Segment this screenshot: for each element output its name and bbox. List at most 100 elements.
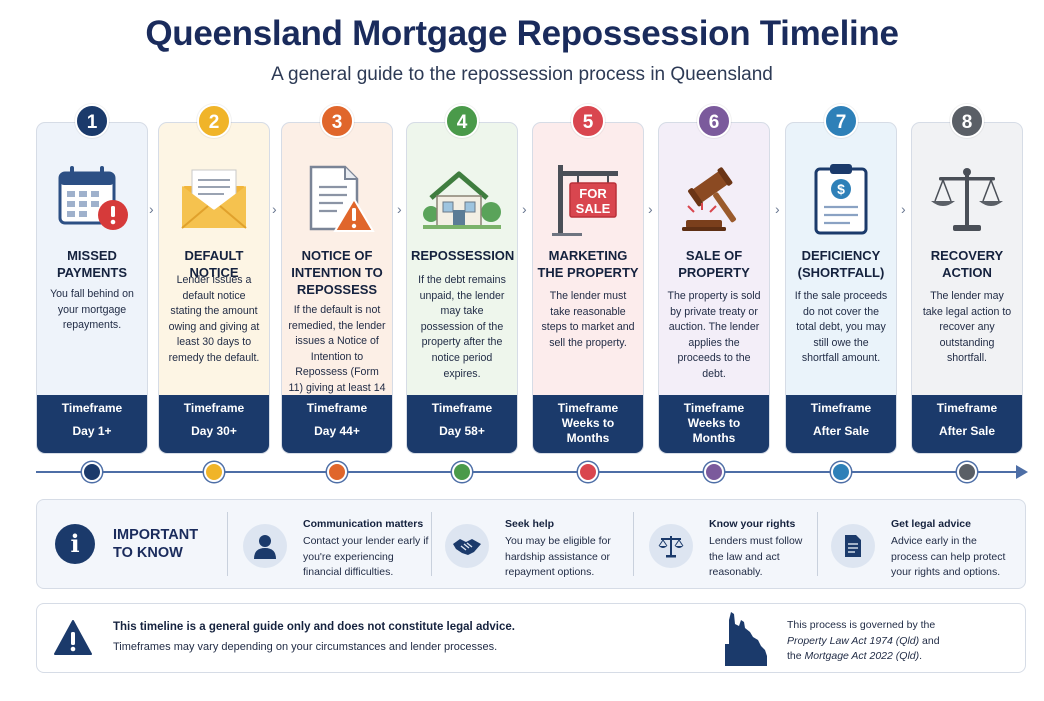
chevron-right-icon: › — [397, 201, 402, 217]
timeline-dot-4 — [452, 462, 472, 482]
queensland-map-icon — [725, 612, 767, 666]
governing-law-text: This process is governed by the Property… — [787, 618, 940, 665]
step-title: DEFAULT NOTICE — [184, 248, 244, 280]
timeframe-value: Day 44+ — [314, 424, 360, 438]
chevron-right-icon: › — [775, 201, 780, 217]
step-number-6: 6 — [697, 104, 731, 138]
law-line-3: the Mortgage Act 2022 (Qld). — [787, 649, 940, 665]
act-1: Property Law Act 1974 (Qld) — [787, 634, 920, 647]
timeline-dot-8 — [957, 462, 977, 482]
divider — [431, 512, 432, 576]
step-card-4: REPOSSESSION If the debt remains unpaid,… — [406, 122, 518, 454]
step-title: MISSED PAYMENTS — [56, 248, 128, 280]
tip-seek-help: Seek help You may be eligible for hardsh… — [445, 518, 625, 578]
clipboard-dollar-icon: $ — [786, 157, 896, 241]
step-title: REPOSSESSION — [411, 248, 515, 263]
timeline-dot-7 — [831, 462, 851, 482]
step-description: If the debt remains unpaid, the lender m… — [418, 274, 506, 380]
disclaimer-line-1: This timeline is a general guide only an… — [113, 621, 515, 633]
timeline-bar — [36, 460, 1028, 484]
step-title: RECOVERY ACTION — [930, 248, 1004, 280]
step-description: The lender may take legal action to reco… — [922, 290, 1012, 365]
law-intro: This process is governed by the — [787, 619, 936, 631]
timeframe-value: Weeks to Months — [561, 416, 615, 445]
step-card-8: RECOVERY ACTION The lender may take lega… — [911, 122, 1023, 454]
timeframe-value: Day 1+ — [72, 424, 112, 438]
divider — [633, 512, 634, 576]
tip-legal-advice: Get legal advice Advice early in the pro… — [831, 518, 1021, 578]
law-and: and — [922, 634, 940, 647]
step-title: NOTICE OF INTENTION TO REPOSSESS — [291, 248, 383, 297]
house-icon — [407, 157, 517, 241]
svg-text:FOR: FOR — [579, 186, 607, 201]
step-description: The lender must take reasonable steps to… — [541, 290, 635, 349]
important-to-know-panel: i IMPORTANT TO KNOW Communication matter… — [36, 499, 1026, 589]
step-timeframe: Timeframe After Sale — [786, 395, 896, 453]
tip-communication: Communication matters Contact your lende… — [243, 518, 428, 578]
important-heading: IMPORTANT TO KNOW — [113, 527, 199, 561]
warning-icon — [54, 620, 92, 655]
disclaimer-line-2: Timeframes may vary depending on your ci… — [113, 641, 498, 653]
step-description: If the default is not remedied, the lend… — [288, 304, 386, 410]
step-timeframe: Timeframe Day 44+ — [282, 395, 392, 453]
page-subtitle: A general guide to the repossession proc… — [271, 64, 773, 85]
tip-text: You may be eligible for hardship assista… — [505, 535, 611, 578]
timeframe-label: Timeframe — [306, 401, 368, 415]
timeframe-value: After Sale — [812, 424, 870, 438]
step-timeframe: Timeframe Day 1+ — [37, 395, 147, 453]
step-timeframe: Timeframe Day 30+ — [159, 395, 269, 453]
scales-icon — [912, 157, 1022, 241]
timeline-dot-5 — [578, 462, 598, 482]
step-number-7: 7 — [824, 104, 858, 138]
law-period: . — [919, 650, 923, 662]
document-warning-icon — [282, 157, 392, 241]
important-heading-group: i IMPORTANT TO KNOW — [55, 524, 213, 564]
step-timeframe: Timeframe Weeks to Months — [659, 395, 769, 453]
for-sale-sign-icon: FOR SALE — [533, 157, 643, 241]
tip-text: Contact your lender early if you're expe… — [303, 535, 429, 578]
chevron-right-icon: › — [648, 201, 653, 217]
gavel-icon — [659, 157, 769, 241]
timeline-dot-6 — [704, 462, 724, 482]
svg-text:$: $ — [837, 181, 845, 197]
timeframe-value: After Sale — [938, 424, 996, 438]
step-description: The property is sold by private treaty o… — [667, 290, 761, 380]
handshake-icon — [445, 524, 489, 568]
timeframe-label: Timeframe — [936, 401, 998, 415]
document-icon — [831, 524, 875, 568]
svg-text:SALE: SALE — [576, 201, 611, 216]
step-title: SALE OF PROPERTY — [678, 248, 750, 280]
step-card-7: $ DEFICIENCY (SHORTFALL) If the sale pro… — [785, 122, 897, 454]
scales-icon — [649, 524, 693, 568]
timeframe-label: Timeframe — [810, 401, 872, 415]
divider — [227, 512, 228, 576]
timeframe-label: Timeframe — [183, 401, 245, 415]
step-title: MARKETING THE PROPERTY — [537, 248, 639, 280]
page-title: Queensland Mortgage Repossession Timelin… — [145, 14, 899, 53]
step-card-3: NOTICE OF INTENTION TO REPOSSESS If the … — [281, 122, 393, 454]
timeline-dot-2 — [204, 462, 224, 482]
timeframe-label: Timeframe — [431, 401, 493, 415]
info-icon: i — [55, 524, 95, 564]
step-number-8: 8 — [950, 104, 984, 138]
divider — [817, 512, 818, 576]
step-number-3: 3 — [320, 104, 354, 138]
step-description: You fall behind on your mortgage repayme… — [50, 288, 134, 332]
chevron-right-icon: › — [272, 201, 277, 217]
chevron-right-icon: › — [901, 201, 906, 217]
timeline-arrow-icon — [1016, 465, 1028, 479]
chevron-right-icon: › — [522, 201, 527, 217]
step-description: If the sale proceeds do not cover the to… — [794, 290, 888, 365]
timeline-dot-1 — [82, 462, 102, 482]
step-number-1: 1 — [75, 104, 109, 138]
step-timeframe: Timeframe After Sale — [912, 395, 1022, 453]
tip-text: Advice early in the process can help pro… — [891, 535, 1006, 578]
tip-title: Know your rights — [709, 518, 796, 530]
tip-title: Seek help — [505, 518, 555, 530]
step-card-6: SALE OF PROPERTY The property is sold by… — [658, 122, 770, 454]
timeline-dot-3 — [327, 462, 347, 482]
tip-text: Lenders must follow the law and act reas… — [709, 535, 803, 578]
timeframe-label: Timeframe — [683, 401, 745, 415]
person-icon — [243, 524, 287, 568]
step-card-5: FOR SALE MARKETING THE PROPERTY The lend… — [532, 122, 644, 454]
